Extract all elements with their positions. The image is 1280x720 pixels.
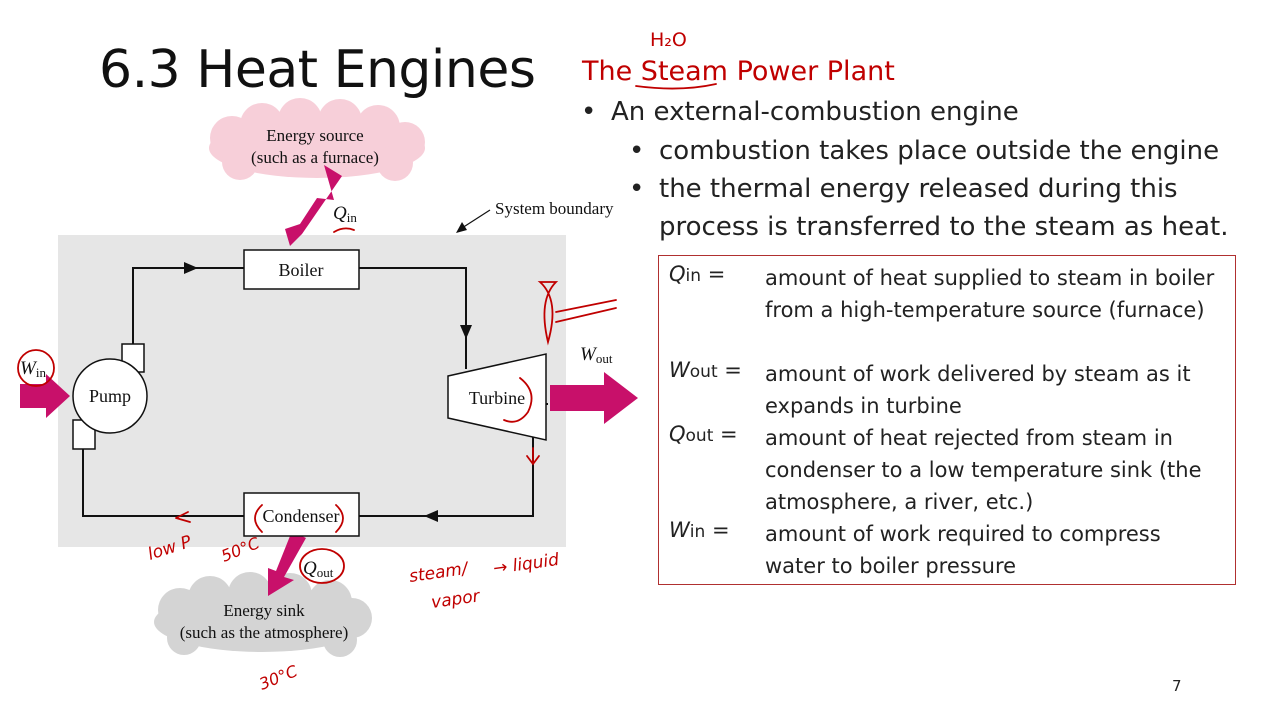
pump-label: Pump bbox=[89, 386, 131, 406]
liquid-note: → liquid bbox=[492, 550, 561, 579]
condenser-box bbox=[243, 492, 360, 537]
fan-sketch bbox=[537, 281, 559, 346]
bullet-level2: • the thermal energy released during thi… bbox=[629, 174, 1178, 204]
bullet-dot-icon: • bbox=[629, 136, 645, 166]
energy-source-sublabel: (such as a furnace) bbox=[251, 148, 379, 167]
definition-term: Qout = bbox=[669, 422, 738, 446]
w-in-circle bbox=[17, 349, 55, 387]
flow-arrowhead-icon bbox=[424, 510, 438, 522]
work-out-arrow bbox=[550, 372, 638, 424]
flow-mark bbox=[526, 447, 540, 466]
q-in-underline bbox=[333, 227, 355, 233]
energy-source-label: Energy source bbox=[266, 126, 363, 145]
energy-sink-label: Energy sink bbox=[223, 601, 305, 620]
system-boundary-label: System boundary bbox=[495, 199, 614, 218]
condenser-label: Condenser bbox=[263, 506, 340, 526]
definition-text: amount of work required to compress wate… bbox=[765, 522, 1161, 578]
slide-title: 6.3 Heat Engines bbox=[99, 40, 536, 100]
heat-in-arrow bbox=[285, 165, 342, 246]
steam-underline bbox=[635, 83, 717, 90]
heat-out-arrow bbox=[268, 531, 306, 596]
bullet-text: the thermal energy released during this bbox=[659, 174, 1178, 204]
return-arrow-mark bbox=[175, 511, 191, 523]
bullet-dot-icon: • bbox=[629, 174, 645, 204]
definitions-box: Qin = amount of heat supplied to steam i… bbox=[658, 255, 1236, 585]
definition-text: amount of heat supplied to steam in boil… bbox=[765, 266, 1215, 322]
energy-sink-sublabel: (such as the atmosphere) bbox=[180, 623, 349, 642]
bullet-dot-icon: • bbox=[581, 97, 597, 127]
energy-source-cloud: Energy source (such as a furnace) bbox=[209, 98, 425, 181]
temp-30-note: 30°C bbox=[256, 661, 301, 694]
q-in-label: Qin bbox=[333, 203, 357, 225]
turbine-label: Turbine bbox=[469, 388, 525, 408]
condenser-bracket-left bbox=[254, 504, 263, 533]
definition-term: Wout = bbox=[669, 358, 742, 382]
boundary-pointer-line bbox=[461, 209, 491, 229]
pump-circle bbox=[72, 358, 148, 434]
condenser-bracket-right bbox=[335, 504, 344, 533]
steam-note: steam/ bbox=[408, 559, 471, 587]
turbine-mark bbox=[503, 377, 533, 423]
q-out-label: Qout bbox=[303, 558, 334, 580]
bullet-text: combustion takes place outside the engin… bbox=[659, 136, 1220, 166]
h2o-note: H₂O bbox=[650, 29, 687, 51]
definition-term: Win = bbox=[669, 518, 730, 542]
flow-arrowhead-icon bbox=[460, 325, 472, 339]
vapor-note: vapor bbox=[430, 586, 482, 613]
energy-sink-cloud: Energy sink (such as the atmosphere) bbox=[154, 572, 372, 657]
page-number: 7 bbox=[1172, 677, 1182, 695]
bullet-continuation: process is transferred to the steam as h… bbox=[659, 212, 1229, 242]
q-out-circle bbox=[299, 548, 345, 584]
definition-term: Qin = bbox=[669, 262, 726, 286]
w-in-label: Win bbox=[20, 358, 46, 380]
definition-text: amount of heat rejected from steam in co… bbox=[765, 426, 1202, 514]
w-out-label: Wout bbox=[580, 344, 613, 366]
fan-shaft-sketch bbox=[555, 299, 617, 323]
boiler-label: Boiler bbox=[279, 260, 324, 280]
boiler-box bbox=[243, 249, 360, 290]
bullet-level2: • combustion takes place outside the eng… bbox=[629, 136, 1220, 166]
handwritten-annotations bbox=[17, 83, 717, 584]
bullet-text: process is transferred to the steam as h… bbox=[659, 212, 1229, 242]
definition-text: amount of work delivered by steam as it … bbox=[765, 362, 1191, 418]
flow-arrowhead-icon bbox=[184, 262, 198, 274]
bullet-level1: • An external-combustion engine bbox=[581, 97, 1019, 127]
boundary-pointer-icon bbox=[456, 222, 467, 233]
bullet-text: An external-combustion engine bbox=[611, 97, 1019, 127]
section-subtitle: The Steam Power Plant bbox=[582, 56, 895, 87]
